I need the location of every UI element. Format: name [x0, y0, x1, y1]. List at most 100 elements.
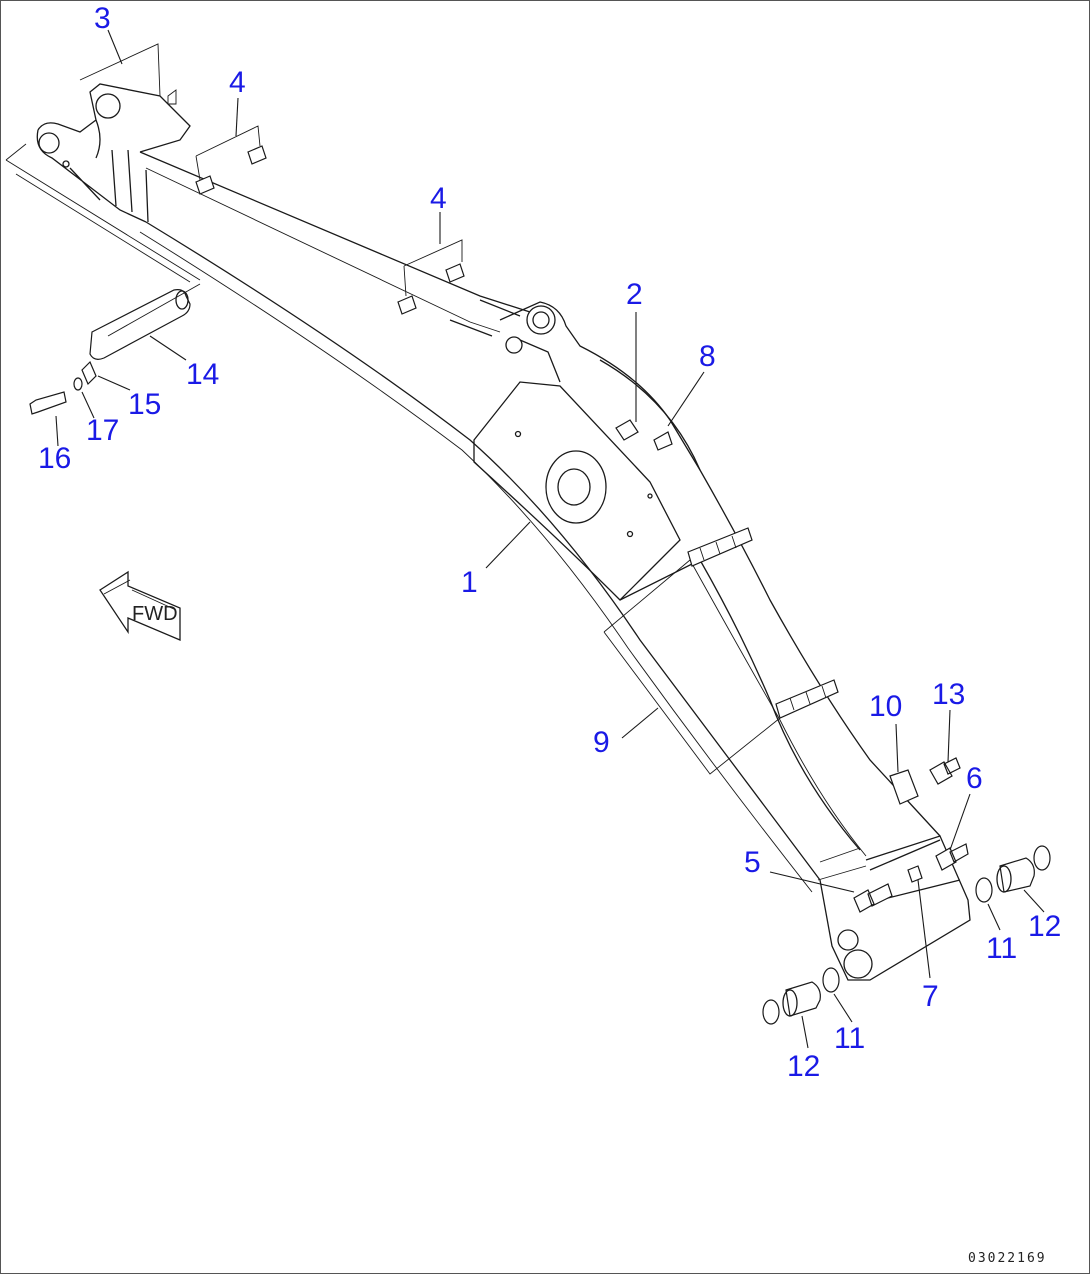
bushing-right-end [996, 865, 1012, 893]
boom-assembly [5, 83, 971, 981]
callout-1: 1 [461, 566, 478, 599]
callout-6: 6 [966, 762, 983, 795]
clamp-upper-detail [699, 535, 737, 561]
callout-11a: 11 [834, 1022, 865, 1055]
foot-boss-hole [95, 93, 121, 119]
callout-4b: 4 [430, 182, 447, 215]
fitting-7 [907, 865, 923, 883]
leader-17 [81, 391, 95, 419]
foot-pin-hole [38, 132, 60, 154]
boom-bottom-inner [139, 231, 813, 893]
tip-plate-lines [817, 847, 867, 881]
callout-5: 5 [744, 846, 761, 879]
leader-15 [97, 375, 131, 391]
fitting-13 [929, 757, 961, 785]
boom-right-edge [599, 359, 941, 837]
callout-16: 16 [38, 442, 71, 475]
plate-hole-3 [647, 493, 653, 499]
callout-8: 8 [699, 340, 716, 373]
pin-14-body [89, 289, 191, 360]
block-10 [889, 769, 919, 805]
leader-8 [667, 371, 705, 427]
seal-right-a [975, 877, 993, 903]
foot-small-hole [62, 160, 70, 168]
boom-phantom-outline [5, 143, 201, 283]
leader-6 [949, 793, 971, 851]
fwd-arrow: FWD [99, 570, 181, 641]
part-2-block [615, 419, 639, 441]
side-plate [473, 381, 681, 601]
leader-16 [55, 415, 59, 447]
callout-13: 13 [932, 678, 965, 711]
callout-9: 9 [593, 726, 610, 759]
leader-lines [55, 29, 1045, 1049]
callout-17: 17 [86, 414, 119, 447]
pipe-clamp-lower [775, 679, 839, 719]
leader-1 [485, 521, 531, 569]
clamp-4-leader-1 [195, 125, 261, 181]
bracket-boss-inner [532, 311, 550, 329]
bushing-right [999, 857, 1035, 893]
callout-12a: 12 [787, 1050, 820, 1083]
clamp-4-leader-2 [403, 239, 463, 297]
leader-14 [149, 335, 187, 361]
boom-top-edge [139, 151, 531, 313]
leader-4a [235, 97, 239, 137]
bushing-left-end [782, 989, 798, 1017]
center-boss [545, 450, 607, 524]
callout-15: 15 [128, 388, 161, 421]
pin-14-end [175, 290, 189, 310]
callout-10: 10 [869, 690, 902, 723]
tip-fittings [853, 757, 969, 913]
pipe-clamp-upper [687, 527, 753, 567]
boom-bottom-edge [145, 221, 821, 881]
leader-5 [769, 871, 855, 893]
clamp-lower-detail [789, 685, 827, 711]
leader-3 [107, 29, 123, 65]
clamp-4-b [247, 145, 267, 165]
callout-labels: 1 2 3 4 4 5 6 7 8 9 10 11 11 12 12 13 14… [38, 2, 1061, 1083]
boom-left-edge [619, 559, 861, 851]
part9-outline [603, 559, 781, 775]
part3-indicator [79, 43, 177, 105]
fwd-arrow-shape [99, 570, 181, 641]
callout-2: 2 [626, 278, 643, 311]
tip-pin-hole-2 [837, 929, 859, 951]
fwd-arrow-depth [103, 579, 177, 611]
center-boss-inner [557, 468, 591, 506]
clamp-4-d [445, 263, 465, 283]
bolt-16 [29, 391, 67, 415]
callout-14: 14 [186, 358, 219, 391]
leader-12b [1023, 889, 1045, 913]
pin-phantom-line [107, 283, 201, 337]
callout-11b: 11 [986, 932, 1017, 965]
tip-pin-hole [843, 949, 873, 979]
clamp-4-a [195, 175, 215, 195]
bracket-boss [526, 305, 556, 335]
leader-11b [987, 903, 1001, 931]
bushing-seal-group [762, 845, 1051, 1025]
part-8-block [653, 431, 673, 451]
callout-7: 7 [922, 980, 939, 1013]
fwd-label: FWD [132, 603, 178, 625]
fitting-5 [853, 883, 893, 913]
boom-top-inner [145, 167, 501, 333]
washer-17 [73, 377, 83, 391]
boom-mid-line [689, 559, 867, 857]
bushing-left [785, 981, 821, 1017]
clamp-4-c [397, 295, 417, 315]
callout-3: 3 [94, 2, 111, 35]
seal-right-b [1033, 845, 1051, 871]
seal-middle [822, 967, 840, 993]
leader-9 [621, 707, 659, 739]
cylinder-bracket [449, 299, 701, 471]
boom-tip-end [819, 835, 971, 981]
plate-15 [81, 360, 97, 386]
leader-12a [801, 1015, 809, 1049]
fitting-6 [935, 843, 969, 871]
callout-4a: 4 [229, 66, 246, 99]
leader-13 [947, 709, 951, 763]
callout-12b: 12 [1028, 910, 1061, 943]
